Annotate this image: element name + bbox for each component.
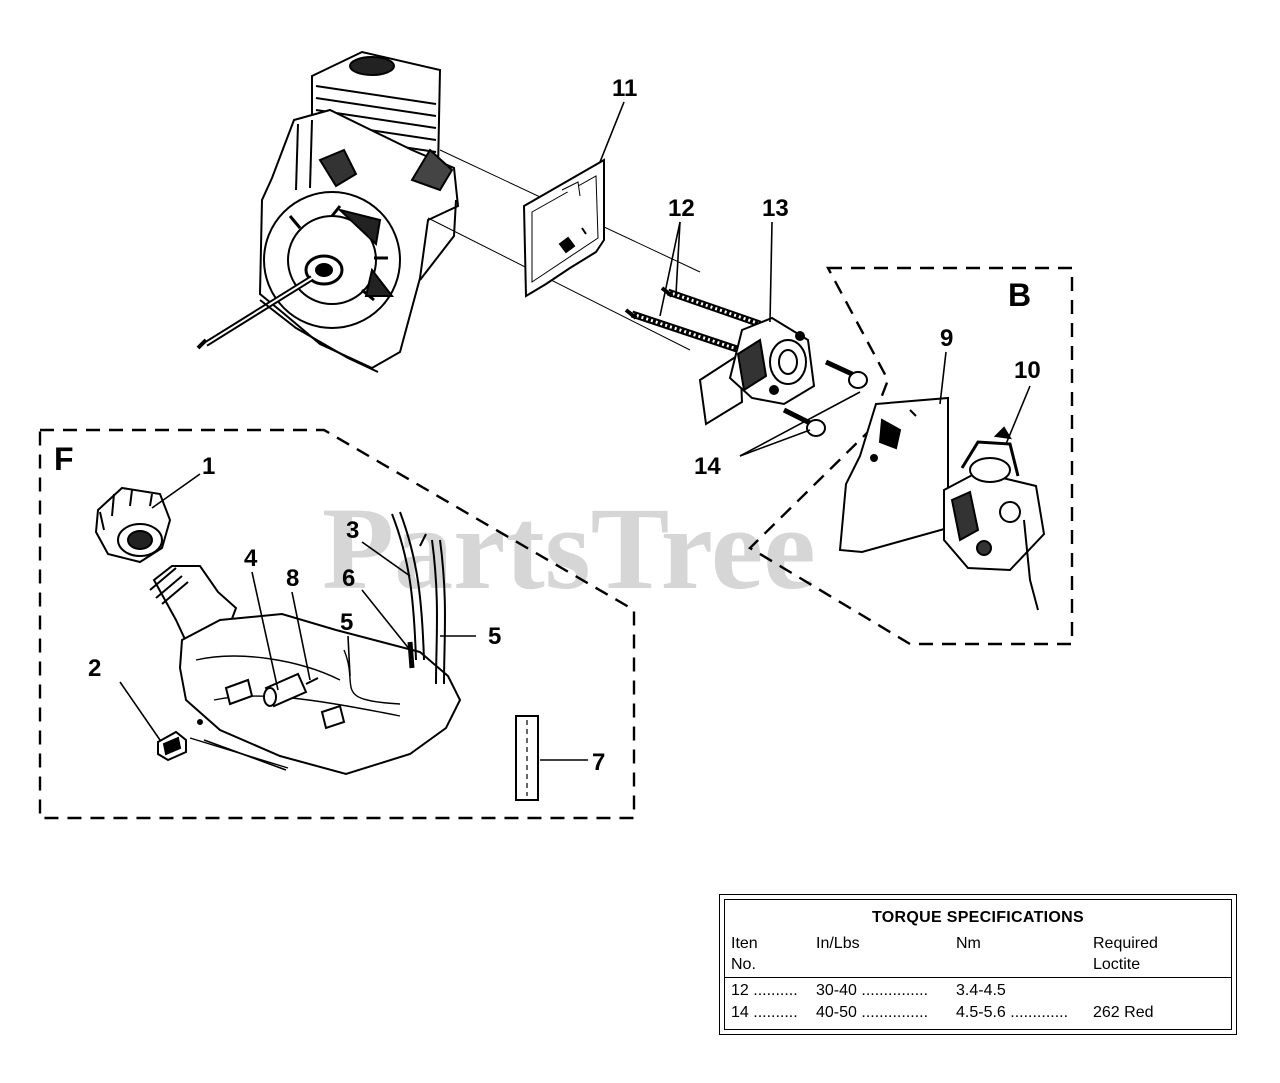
row-item: 14 ..........: [731, 1004, 798, 1021]
header-nm: Nm: [956, 935, 981, 952]
callout-4: 4: [244, 545, 258, 572]
callout-2: 2: [88, 655, 101, 682]
torque-table-header: Iten No. In/Lbs Nm Required Loctite: [725, 933, 1231, 978]
row-loctite: 262 Red: [1093, 1004, 1154, 1021]
torque-specifications-table: TORQUE SPECIFICATIONS Iten No. In/Lbs Nm…: [719, 894, 1237, 1035]
adapter-13: [698, 316, 816, 426]
callout-5b: 5: [488, 623, 501, 650]
row-inlbs: 30-40 ...............: [816, 982, 929, 999]
callout-10: 10: [1014, 357, 1041, 384]
gasket-11: [522, 158, 605, 298]
callout-leaders: [119, 101, 1031, 771]
screws-12: [624, 286, 762, 354]
plate-9: [838, 396, 949, 554]
callout-1: 1: [202, 453, 215, 480]
tag-7: [515, 715, 539, 801]
row-nm: 4.5-5.6 .............: [956, 1004, 1069, 1021]
section-b: [748, 266, 1074, 646]
callout-8: 8: [286, 565, 299, 592]
table-row: 12 .......... 30-40 ............... 3.4-…: [725, 980, 1231, 1002]
fuel-filter-4: [263, 672, 319, 708]
callout-labels: 11 12 13 B 9 10 14 F 1 3 4 8 6 5 5 2 7: [54, 75, 1041, 776]
torque-table-title: TORQUE SPECIFICATIONS: [872, 909, 1084, 926]
callout-14: 14: [694, 453, 721, 480]
row-nm: 3.4-4.5: [956, 982, 1006, 999]
header-loctite-line2: Loctite: [1093, 956, 1141, 973]
header-loctite-line1: Required: [1093, 935, 1158, 952]
callout-12: 12: [668, 195, 695, 222]
callout-6: 6: [342, 565, 355, 592]
engine-assembly: [196, 50, 701, 373]
fuel-tank: [149, 565, 462, 776]
callout-13: 13: [762, 195, 789, 222]
carburetor-10: [943, 426, 1046, 611]
fuel-lines: [391, 511, 446, 685]
table-row: 14 .......... 40-50 ............... 4.5-…: [725, 1002, 1231, 1024]
row-inlbs: 40-50 ...............: [816, 1004, 929, 1021]
watermark: PartsTree ™: [322, 483, 930, 614]
header-item-line2: No.: [731, 956, 756, 973]
fuel-cap-1: [94, 486, 172, 564]
callout-9: 9: [940, 325, 953, 352]
header-inlbs: In/Lbs: [816, 935, 860, 952]
callout-3: 3: [346, 517, 359, 544]
section-label-f: F: [54, 441, 74, 477]
section-f: [38, 428, 636, 820]
callout-11: 11: [612, 75, 637, 102]
watermark-text: PartsTree: [322, 483, 816, 614]
section-label-b: B: [1008, 277, 1031, 313]
header-item-line1: Iten: [731, 935, 758, 952]
row-item: 12 ..........: [731, 982, 798, 999]
callout-5a: 5: [340, 609, 353, 636]
torque-table-inner: TORQUE SPECIFICATIONS Iten No. In/Lbs Nm…: [724, 899, 1232, 1030]
bolts-14: [782, 359, 868, 437]
callout-7: 7: [592, 749, 605, 776]
